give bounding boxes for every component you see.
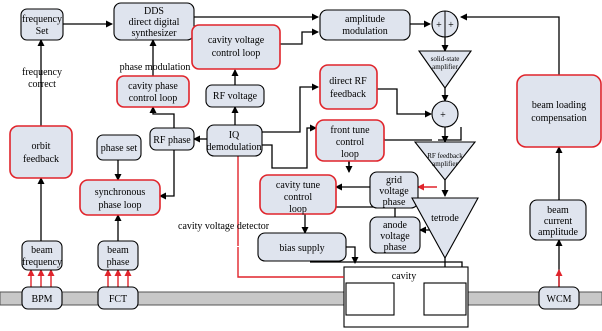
wcm-label: WCM	[547, 294, 572, 305]
iq-demodulation-block: IQ demodulation	[206, 124, 263, 157]
beam-phase-line1: beam	[107, 245, 129, 256]
cavity-voltage-control-line1: cavity voltage	[208, 35, 265, 46]
beam-current-line3: amplitude	[538, 227, 579, 238]
fct-device: FCT	[97, 286, 139, 310]
dds-block: DDS direct digital synthesizer	[113, 2, 195, 41]
front-tune-line2: control	[336, 137, 365, 148]
orbit-feedback-line1: orbit	[32, 141, 51, 152]
frequency-set-line1: frequency	[22, 14, 62, 25]
grid-voltage-phase-block: grid voltage phase	[369, 171, 419, 209]
iq-line1: IQ	[229, 130, 240, 141]
cavity-phase-control-loop-block: cavity phase control loop	[116, 75, 190, 108]
dds-line1: DDS	[144, 6, 164, 17]
beam-pipe	[0, 291, 602, 306]
phase-set-block: phase set	[96, 134, 142, 161]
anode-line3: phase	[384, 242, 407, 253]
synchronous-line1: synchronous	[95, 187, 146, 198]
beam-frequency-block: beam frequency	[21, 240, 63, 271]
beam-current-amplitude-block: beam current amplitude	[529, 199, 587, 241]
anode-line2: voltage	[380, 231, 410, 242]
dds-line2: direct digital	[129, 17, 180, 28]
rf-phase-block: RF phase	[149, 127, 195, 151]
tetrode-label: tetrode	[431, 213, 459, 224]
orbit-feedback-block: orbit feedback	[9, 125, 73, 179]
rf-phase-label: RF phase	[153, 135, 191, 146]
direct-rf-line2: feedback	[330, 89, 366, 100]
anode-voltage-phase-block: anode voltage phase	[369, 216, 421, 254]
synchronous-phase-loop-block: synchronous phase loop	[79, 179, 161, 216]
wcm-device: WCM	[538, 286, 580, 310]
amplitude-modulation-line2: modulation	[342, 26, 388, 37]
frequency-correct-line1: frequency	[22, 67, 62, 78]
cavity-phase-control-line2: control loop	[129, 93, 178, 104]
rf-feedback-line2: amplifier	[432, 160, 458, 168]
grid-line3: phase	[383, 197, 406, 208]
frequency-correct-line2: correct	[28, 79, 56, 90]
cavity-phase-control-line1: cavity phase	[128, 81, 178, 92]
orbit-feedback-line2: feedback	[23, 154, 59, 165]
beam-current-line2: current	[544, 216, 573, 227]
anode-line1: anode	[383, 220, 407, 231]
beam-phase-line2: phase	[107, 257, 130, 268]
signal-lines	[37, 13, 563, 290]
summer-top-plus-right: +	[448, 20, 454, 31]
beam-phase-block: beam phase	[97, 240, 139, 271]
summer-mid: +	[431, 100, 459, 128]
cavity-tune-line3: loop	[289, 204, 307, 215]
bias-supply-label: bias supply	[279, 243, 324, 254]
grid-line2: voltage	[379, 186, 409, 197]
summer-mid-plus: +	[440, 110, 446, 121]
summer-top-plus-left: +	[436, 20, 442, 31]
phase-modulation-label: phase modulation	[120, 62, 191, 73]
tetrode-amplifier: tetrode	[411, 197, 479, 260]
direct-rf-line1: direct RF	[329, 76, 367, 87]
rf-feedback-line1: RF feedback	[427, 152, 463, 160]
bias-supply-block: bias supply	[257, 232, 347, 262]
frequency-set-block: frequency Set	[20, 8, 64, 41]
frequency-set-line2: Set	[36, 26, 49, 37]
solid-state-line2: amplifier	[432, 63, 458, 71]
cavity-cell-left	[345, 282, 395, 316]
beam-loading-compensation-block: beam loading compensation	[516, 74, 602, 148]
cavity-cell-right	[423, 282, 467, 316]
amplitude-modulation-line1: amplitude	[345, 14, 386, 25]
cavity-tune-line1: cavity tune	[276, 180, 321, 191]
phase-set-label: phase set	[101, 143, 138, 154]
cavity-voltage-control-loop-block: cavity voltage control loop	[191, 24, 281, 70]
cavity: cavity	[343, 266, 469, 328]
cavity-voltage-detector-line	[237, 247, 344, 278]
rf-voltage-block: RF voltage	[205, 84, 265, 108]
beam-frequency-line1: beam	[31, 245, 53, 256]
fct-label: FCT	[109, 294, 127, 305]
front-tune-line1: front tune	[330, 125, 370, 136]
bpm-device: BPM	[21, 286, 63, 310]
cavity-tune-line2: control	[284, 192, 313, 203]
synchronous-line2: phase loop	[98, 200, 141, 211]
beam-loading-line2: compensation	[531, 113, 587, 124]
direct-rf-feedback-block: direct RF feedback	[319, 64, 378, 110]
iq-line2: demodulation	[207, 142, 262, 153]
beam-loading-line1: beam loading	[532, 100, 586, 111]
solid-state-amplifier: solid-state amplifier	[417, 50, 473, 89]
front-tune-control-loop-block: front tune control loop	[315, 119, 385, 162]
grid-line1: grid	[386, 175, 402, 186]
summer-top: + +	[431, 10, 459, 38]
solid-state-line1: solid-state	[431, 55, 460, 63]
cavity-label: cavity	[392, 271, 416, 282]
amplitude-modulation-block: amplitude modulation	[319, 9, 411, 41]
front-tune-line3: loop	[341, 149, 359, 160]
beam-current-line1: beam	[547, 205, 569, 216]
cavity-voltage-detector-label: cavity voltage detector	[178, 221, 270, 232]
cavity-voltage-control-line2: control loop	[212, 48, 261, 59]
cavity-tune-control-loop-block: cavity tune control loop	[259, 174, 337, 215]
rf-feedback-amplifier: RF feedback amplifier	[413, 141, 477, 181]
beam-frequency-line2: frequency	[22, 257, 62, 268]
rf-voltage-label: RF voltage	[213, 91, 258, 102]
dds-line3: synthesizer	[132, 28, 178, 39]
bpm-label: BPM	[31, 294, 52, 305]
